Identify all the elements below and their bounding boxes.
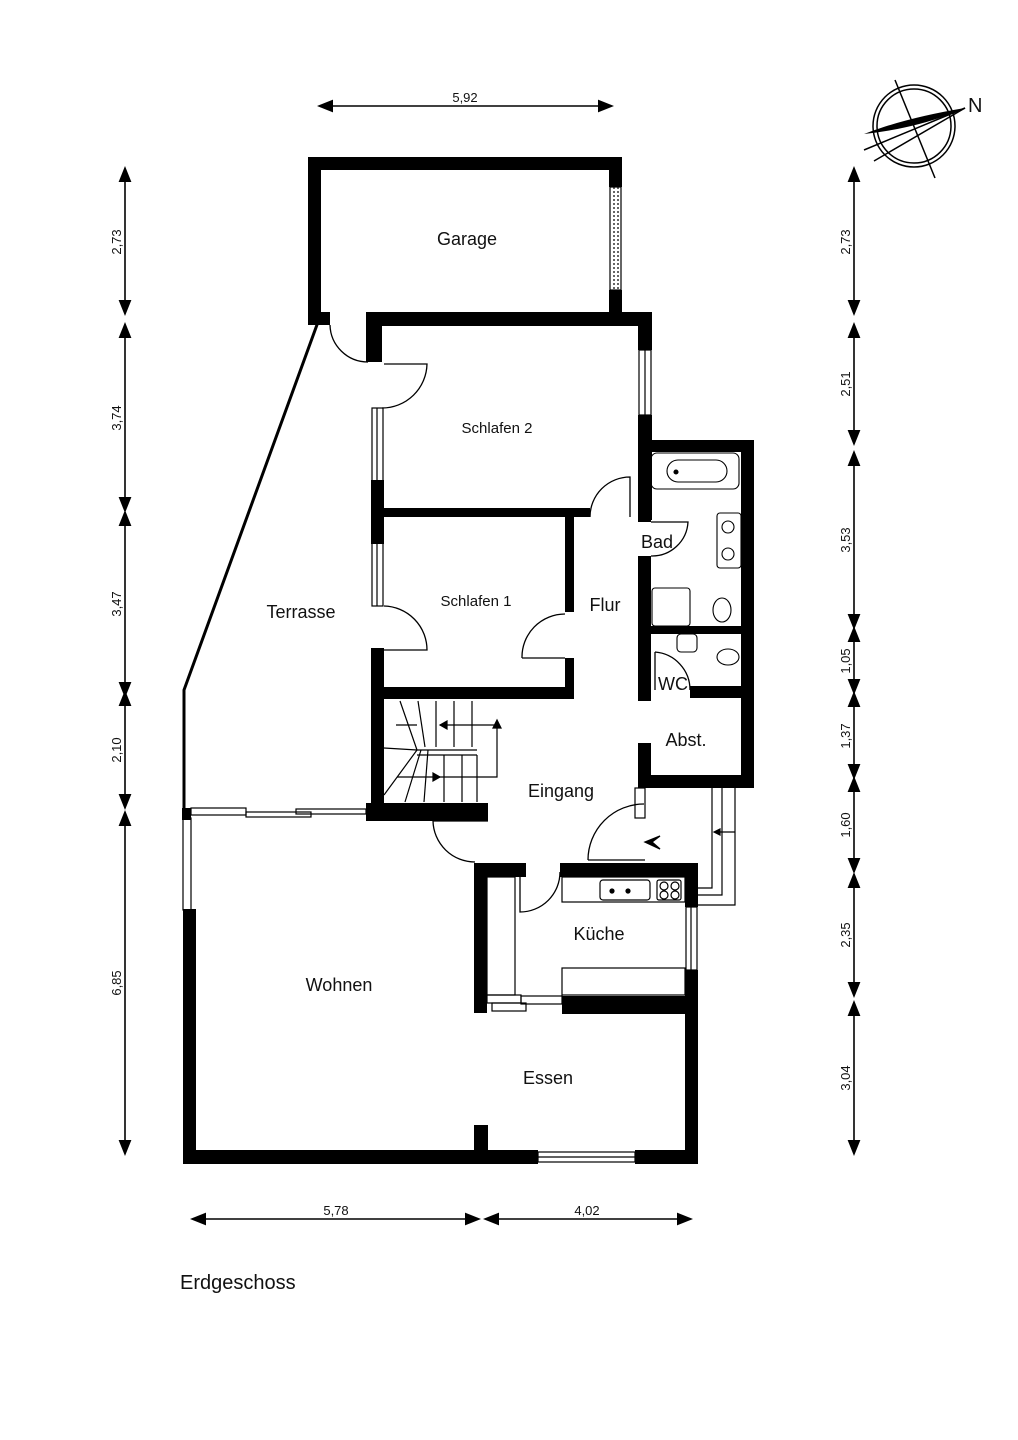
dimension-right-3: 3,53 — [838, 527, 853, 552]
compass-label: N — [968, 95, 982, 117]
room-label-bad: Bad — [641, 532, 673, 552]
room-label-wohnen: Wohnen — [306, 975, 373, 995]
room-label-essen: Essen — [523, 1068, 573, 1088]
wc-sink-icon — [676, 633, 698, 653]
dimension-right-7: 2,35 — [838, 922, 853, 947]
room-label-schlafen-1: Schlafen 1 — [441, 593, 512, 610]
dimension-top-1: 5,92 — [452, 90, 477, 105]
dimension-bottom-2: 4,02 — [574, 1203, 599, 1218]
dimension-left-1: 2,73 — [109, 229, 124, 254]
dimension-left-4: 2,10 — [109, 737, 124, 762]
room-label-wc: WC — [658, 674, 688, 694]
windows-and-thin-lines — [182, 186, 754, 1163]
dimension-left-3: 3,47 — [109, 591, 124, 616]
room-label-terrasse: Terrasse — [266, 602, 335, 622]
staircase — [383, 700, 502, 803]
walls — [182, 157, 754, 1164]
wc-toilet-icon — [716, 648, 740, 666]
north-arrow-icon: N — [863, 79, 982, 179]
bathtub-icon — [650, 452, 740, 490]
double-sink-icon — [716, 512, 742, 569]
dimension-right-2: 2,51 — [838, 371, 853, 396]
room-label-flur: Flur — [590, 595, 621, 615]
floor-title: Erdgeschoss — [180, 1272, 296, 1294]
dimension-left-2: 3,74 — [109, 405, 124, 430]
toilet-icon — [712, 597, 732, 623]
dimension-lines — [118, 99, 861, 1226]
dimension-right-8: 3,04 — [838, 1065, 853, 1090]
bathroom-fixtures — [650, 452, 742, 666]
room-label-kueche: Küche — [573, 924, 624, 944]
dimension-left-5: 6,85 — [109, 970, 124, 995]
dimension-right-5: 1,37 — [838, 723, 853, 748]
room-label-garage: Garage — [437, 229, 497, 249]
dimension-right-4: 1,05 — [838, 648, 853, 673]
dimension-bottom-1: 5,78 — [323, 1203, 348, 1218]
room-label-abstellraum: Abst. — [665, 730, 706, 750]
room-label-schlafen-2: Schlafen 2 — [462, 420, 533, 437]
shower-icon — [651, 587, 691, 627]
room-label-eingang: Eingang — [528, 781, 594, 801]
dimension-right-1: 2,73 — [838, 229, 853, 254]
dimension-right-6: 1,60 — [838, 812, 853, 837]
doors — [329, 324, 691, 913]
